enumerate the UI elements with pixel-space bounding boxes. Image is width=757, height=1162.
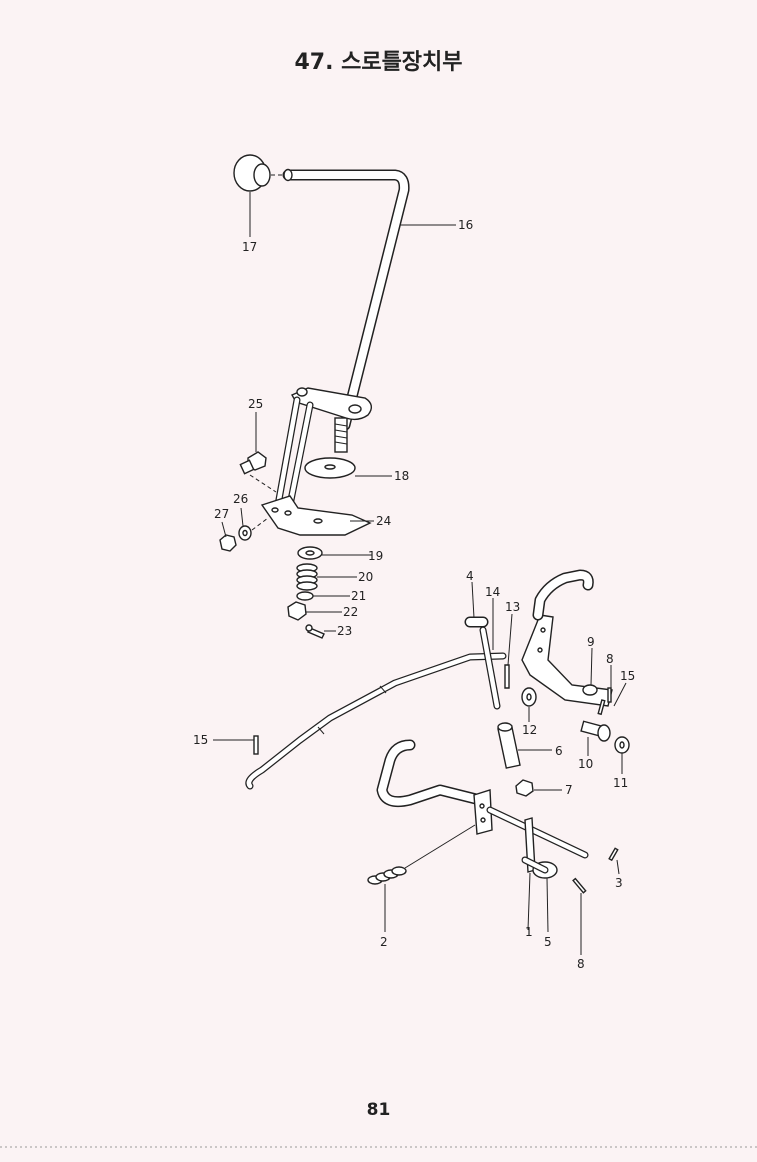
callout-2: 2 bbox=[380, 935, 388, 949]
bolt-part-25 bbox=[239, 451, 277, 493]
engine-bracket bbox=[521, 569, 613, 707]
pin-part-8-upper bbox=[607, 687, 612, 703]
callout-15-right: 15 bbox=[620, 669, 635, 683]
rod-end-part-4 bbox=[464, 616, 501, 710]
callout-15-left: 15 bbox=[193, 733, 208, 747]
page-number: 81 bbox=[366, 1100, 391, 1120]
callout-20: 20 bbox=[358, 570, 373, 584]
pin-part-3 bbox=[608, 847, 619, 862]
callout-22: 22 bbox=[343, 605, 358, 619]
spring-part-2 bbox=[367, 824, 476, 885]
callout-14: 14 bbox=[485, 585, 500, 599]
callout-1: 1 bbox=[525, 925, 533, 939]
callout-27: 27 bbox=[214, 507, 229, 521]
washer-part-19 bbox=[297, 546, 323, 560]
castle-nut-part-22 bbox=[287, 601, 307, 621]
callout-13: 13 bbox=[505, 600, 520, 614]
callout-7: 7 bbox=[565, 783, 573, 797]
washer-part-26 bbox=[238, 525, 252, 541]
washer-part-12 bbox=[521, 687, 537, 707]
scan-edge bbox=[0, 1146, 757, 1148]
callout-11: 11 bbox=[613, 776, 628, 790]
callout-19: 19 bbox=[368, 549, 383, 563]
callout-24: 24 bbox=[376, 514, 391, 528]
cotter-pin-part-23 bbox=[305, 624, 325, 639]
callout-6: 6 bbox=[555, 744, 563, 758]
callout-8-upper: 8 bbox=[606, 652, 614, 666]
threaded-end bbox=[334, 417, 348, 453]
pin-part-10 bbox=[580, 720, 611, 742]
knob-part-17 bbox=[233, 154, 285, 192]
callout-23: 23 bbox=[337, 624, 352, 638]
callout-17: 17 bbox=[242, 240, 257, 254]
page-title: 47. 스로틀장치부 bbox=[294, 50, 463, 75]
callout-labels: 16 17 25 18 26 27 24 19 20 21 22 23 4 14… bbox=[193, 218, 635, 971]
clevis-part-9 bbox=[582, 684, 598, 696]
washer-part-21 bbox=[296, 591, 314, 601]
nut-part-7 bbox=[515, 779, 534, 797]
throttle-shaft-assembly bbox=[376, 739, 589, 879]
callout-4: 4 bbox=[466, 569, 474, 583]
washer-part-11 bbox=[614, 736, 630, 754]
callout-12: 12 bbox=[522, 723, 537, 737]
callout-8-lower: 8 bbox=[577, 957, 585, 971]
nut-part-27 bbox=[219, 534, 237, 552]
callout-25: 25 bbox=[248, 397, 263, 411]
throttle-rod bbox=[245, 652, 507, 790]
bracket-part-24 bbox=[260, 495, 372, 536]
pin-part-15-left bbox=[253, 735, 259, 755]
spring-part-20 bbox=[296, 563, 318, 591]
callout-21: 21 bbox=[351, 589, 366, 603]
callout-10: 10 bbox=[578, 757, 593, 771]
connector-part-6 bbox=[497, 722, 521, 769]
callout-5: 5 bbox=[544, 935, 552, 949]
washer-part-18 bbox=[304, 457, 356, 479]
pin-part-13 bbox=[504, 664, 510, 689]
throttle-lever-part-16 bbox=[282, 168, 410, 431]
upper-bracket-plate bbox=[274, 387, 373, 509]
pin-part-15-right bbox=[597, 699, 606, 716]
callout-9: 9 bbox=[587, 635, 595, 649]
pin-part-8-lower bbox=[572, 877, 587, 894]
callout-16: 16 bbox=[458, 218, 473, 232]
callout-18: 18 bbox=[394, 469, 409, 483]
callout-leaders bbox=[213, 192, 627, 955]
callout-3: 3 bbox=[615, 876, 623, 890]
callout-26: 26 bbox=[233, 492, 248, 506]
